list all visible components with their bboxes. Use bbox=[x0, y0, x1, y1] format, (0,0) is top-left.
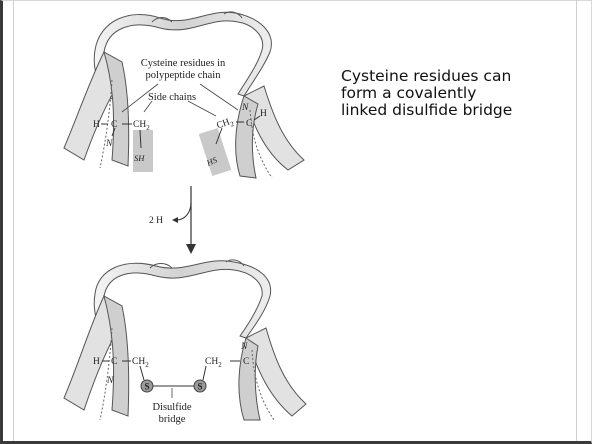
caption-text: Cysteine residues can form a covalently … bbox=[341, 68, 581, 119]
top-right-sidechain-box bbox=[199, 128, 232, 176]
arrow-head bbox=[186, 244, 196, 254]
bottom-left-strand-inner bbox=[104, 296, 129, 416]
caption-line-1: Cysteine residues can bbox=[341, 68, 581, 85]
byproduct-curve bbox=[176, 202, 191, 220]
top-left-sidechain-box bbox=[133, 130, 153, 172]
reaction-arrow: 2 H bbox=[149, 186, 196, 254]
top-right-n: N bbox=[241, 103, 249, 113]
byproduct-arrowhead bbox=[172, 217, 178, 223]
top-right-c: C bbox=[246, 119, 252, 129]
bottom-right-ch2: CH2 bbox=[205, 357, 222, 369]
label-residues-line2: polypeptide chain bbox=[146, 70, 222, 81]
top-right-ch2: CH2 bbox=[215, 116, 235, 133]
bottom-right-n: N bbox=[240, 342, 248, 352]
label-side-chains: Side chains bbox=[148, 92, 196, 103]
top-left-c: C bbox=[111, 120, 117, 130]
label-residues-line1: Cysteine residues in bbox=[141, 58, 226, 69]
top-left-sh: SH bbox=[134, 153, 145, 163]
caption-line-3: linked disulfide bridge bbox=[341, 102, 581, 119]
bottom-left-bond-ch2s bbox=[140, 366, 144, 380]
label-disulfide-line1: Disulfide bbox=[152, 402, 191, 413]
bottom-left-c: C bbox=[111, 357, 117, 367]
label-disulfide-line2: bridge bbox=[159, 414, 186, 425]
bottom-right-bond-ch2s bbox=[203, 366, 206, 380]
bottom-left-h: H bbox=[93, 357, 100, 367]
sulfur-right-label: S bbox=[197, 382, 202, 392]
top-left-n: N bbox=[105, 139, 113, 149]
bottom-right-c: C bbox=[243, 357, 249, 367]
top-right-h: H bbox=[260, 109, 267, 119]
residues-leader-right bbox=[200, 84, 238, 110]
sulfur-left-label: S bbox=[144, 382, 149, 392]
caption-line-2: form a covalently bbox=[341, 85, 581, 102]
byproduct-label: 2 H bbox=[149, 216, 163, 226]
bottom-structure: H C N CH2 CH2 C N S S Disulfide bridge bbox=[64, 260, 306, 425]
top-structure: Cysteine residues in polypeptide chain S… bbox=[64, 12, 304, 178]
bottom-left-n: N bbox=[106, 376, 114, 386]
top-left-h: H bbox=[93, 120, 100, 130]
sidechain-leader-right bbox=[188, 101, 216, 116]
